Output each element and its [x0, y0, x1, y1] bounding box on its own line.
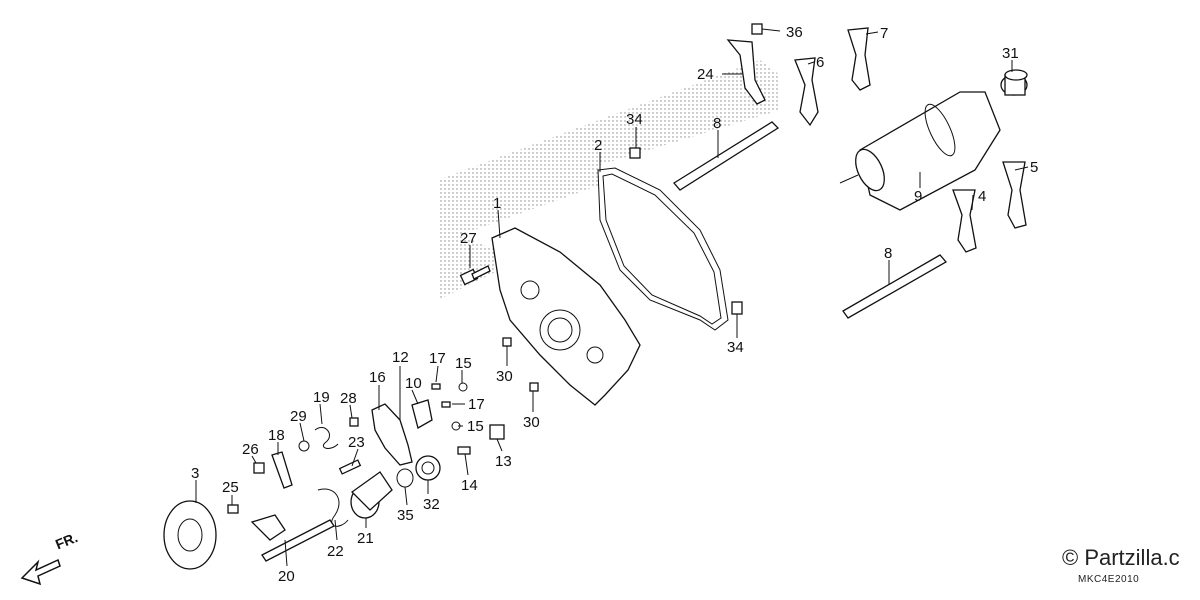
callout-label: 6: [816, 54, 824, 71]
callout-label: 16: [369, 369, 386, 386]
callout-label: 23: [348, 434, 365, 451]
shift-fork-4[interactable]: [952, 189, 977, 253]
callout-label: 32: [423, 496, 440, 513]
transmission-cover[interactable]: [491, 227, 641, 406]
callout-label: 2: [594, 137, 602, 154]
bearing-32[interactable]: [415, 455, 441, 481]
bolt-26[interactable]: [253, 462, 265, 474]
callout-label: 22: [327, 543, 344, 560]
shaft-lower[interactable]: [842, 254, 948, 319]
plug-30-upper[interactable]: [502, 337, 512, 347]
gear-21[interactable]: [350, 471, 393, 519]
pin-23[interactable]: [338, 459, 362, 475]
callout-label: 21: [357, 530, 374, 547]
shift-drum[interactable]: [839, 91, 1001, 211]
shift-fork-7[interactable]: [847, 27, 871, 91]
bolt-36[interactable]: [751, 23, 763, 35]
pin-14[interactable]: [457, 446, 471, 455]
spring-17[interactable]: [431, 383, 451, 408]
copyright-text: © Partzilla.c: [1062, 545, 1180, 570]
callout-label: 3: [191, 465, 199, 482]
callout-label: 4: [978, 188, 986, 205]
callout-label: 5: [1030, 159, 1038, 176]
callout-label: 34: [626, 111, 643, 128]
callout-label: 15: [467, 418, 484, 435]
callout-label: 1: [493, 195, 501, 212]
front-arrow-icon: [20, 558, 61, 586]
spring-19[interactable]: [314, 427, 339, 449]
leader-lines: [195, 28, 1029, 567]
washer-29[interactable]: [298, 440, 310, 452]
dowel-34-upper[interactable]: [629, 147, 641, 159]
cover-3[interactable]: [163, 500, 217, 570]
callout-label: 7: [880, 25, 888, 42]
callout-label: 24: [697, 66, 714, 83]
callout-label: 17: [468, 396, 485, 413]
washer-15[interactable]: [451, 382, 468, 431]
bolt-27[interactable]: [459, 265, 491, 286]
washer-35[interactable]: [396, 468, 414, 488]
part-10[interactable]: [411, 399, 433, 429]
callout-label: 36: [786, 24, 803, 41]
plate-16[interactable]: [371, 403, 413, 466]
callout-label: 14: [461, 477, 478, 494]
callout-label: 35: [397, 507, 414, 524]
callout-label: 26: [242, 441, 259, 458]
callout-label: 29: [290, 408, 307, 425]
shift-spindle-20[interactable]: [250, 514, 335, 562]
shift-fork-6[interactable]: [794, 57, 819, 127]
hatch-area: [438, 60, 780, 300]
callout-label: 13: [495, 453, 512, 470]
spring-22[interactable]: [317, 488, 349, 527]
callout-label: 28: [340, 390, 357, 407]
bearing-31[interactable]: [1000, 69, 1028, 96]
callout-label: 30: [523, 414, 540, 431]
callout-label: 18: [268, 427, 285, 444]
callout-label: 9: [914, 188, 922, 205]
callout-label: 27: [460, 230, 477, 247]
shaft-upper[interactable]: [673, 121, 780, 191]
bolt-25[interactable]: [227, 504, 239, 514]
callout-label: 17: [429, 350, 446, 367]
callout-label: 20: [278, 568, 295, 585]
gasket[interactable]: [597, 167, 729, 331]
callouts: 1 2 3 4 5 6 7 8 8 9 10 12 13 14 15 15 16…: [191, 24, 1038, 585]
callout-label: 8: [884, 245, 892, 262]
dowel-34-lower[interactable]: [731, 301, 743, 315]
callout-label: 12: [392, 349, 409, 366]
callout-label: 15: [455, 355, 472, 372]
bolt-28[interactable]: [349, 417, 359, 427]
callout-label: 34: [727, 339, 744, 356]
collar-13[interactable]: [489, 424, 505, 440]
shift-fork-5[interactable]: [1002, 161, 1027, 229]
callout-label: 19: [313, 389, 330, 406]
callout-label: 8: [713, 115, 721, 132]
callout-label: 30: [496, 368, 513, 385]
stopper-arm-24[interactable]: [726, 39, 766, 105]
callout-label: 10: [405, 375, 422, 392]
callout-label: 31: [1002, 45, 1019, 62]
plug-30-lower[interactable]: [529, 382, 539, 392]
diagram-code: MKC4E2010: [1078, 574, 1140, 585]
callout-label: 25: [222, 479, 239, 496]
arm-18[interactable]: [271, 451, 293, 489]
